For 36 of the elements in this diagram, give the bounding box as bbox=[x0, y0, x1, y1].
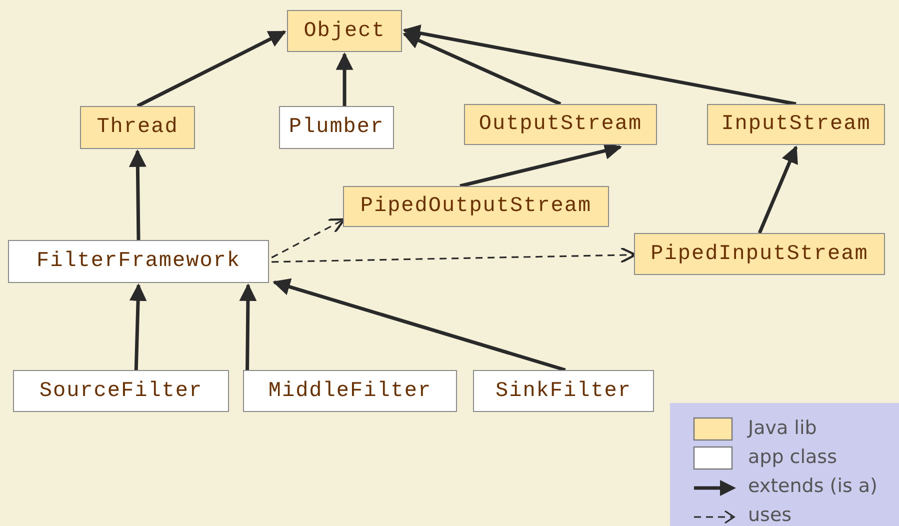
legend-label: uses bbox=[748, 504, 792, 526]
arrow bbox=[402, 24, 796, 106]
library-class-box bbox=[80, 106, 195, 149]
arrow bbox=[136, 30, 286, 108]
class-name: SinkFilter bbox=[495, 380, 632, 402]
class-box bbox=[243, 370, 457, 412]
class-name: Plumber bbox=[288, 116, 384, 139]
class-box bbox=[473, 370, 654, 412]
class-name: FilterFramework bbox=[36, 250, 241, 273]
class-box bbox=[279, 106, 394, 149]
arrow bbox=[239, 283, 257, 370]
arrow bbox=[758, 145, 798, 234]
class-name: PipedInputStream bbox=[650, 242, 868, 266]
class-name: Object bbox=[304, 20, 386, 42]
class-name: PipedOutputStream bbox=[360, 195, 592, 218]
class-name: InputStream bbox=[721, 113, 871, 136]
legend-label: app class bbox=[748, 446, 837, 468]
class-name: OutputStream bbox=[478, 113, 642, 136]
library-class-box bbox=[464, 104, 657, 145]
library-class-box bbox=[343, 186, 609, 227]
arrow bbox=[402, 32, 562, 106]
library-class-box bbox=[634, 233, 885, 275]
class-box bbox=[13, 370, 229, 412]
legend-label: extends (is a) bbox=[748, 475, 878, 497]
arrow bbox=[272, 278, 566, 372]
library-class-box bbox=[287, 10, 402, 52]
library-class-box bbox=[707, 104, 885, 145]
arrow bbox=[336, 52, 354, 106]
class-name: Thread bbox=[96, 116, 178, 139]
class-box bbox=[8, 240, 269, 283]
arrow bbox=[129, 283, 147, 370]
class-name: MiddleFilter bbox=[268, 380, 432, 402]
dashed-arrow bbox=[271, 218, 346, 258]
arrow bbox=[128, 149, 146, 240]
legend-label: Java lib bbox=[748, 417, 817, 439]
class-name: SourceFilter bbox=[39, 380, 203, 402]
